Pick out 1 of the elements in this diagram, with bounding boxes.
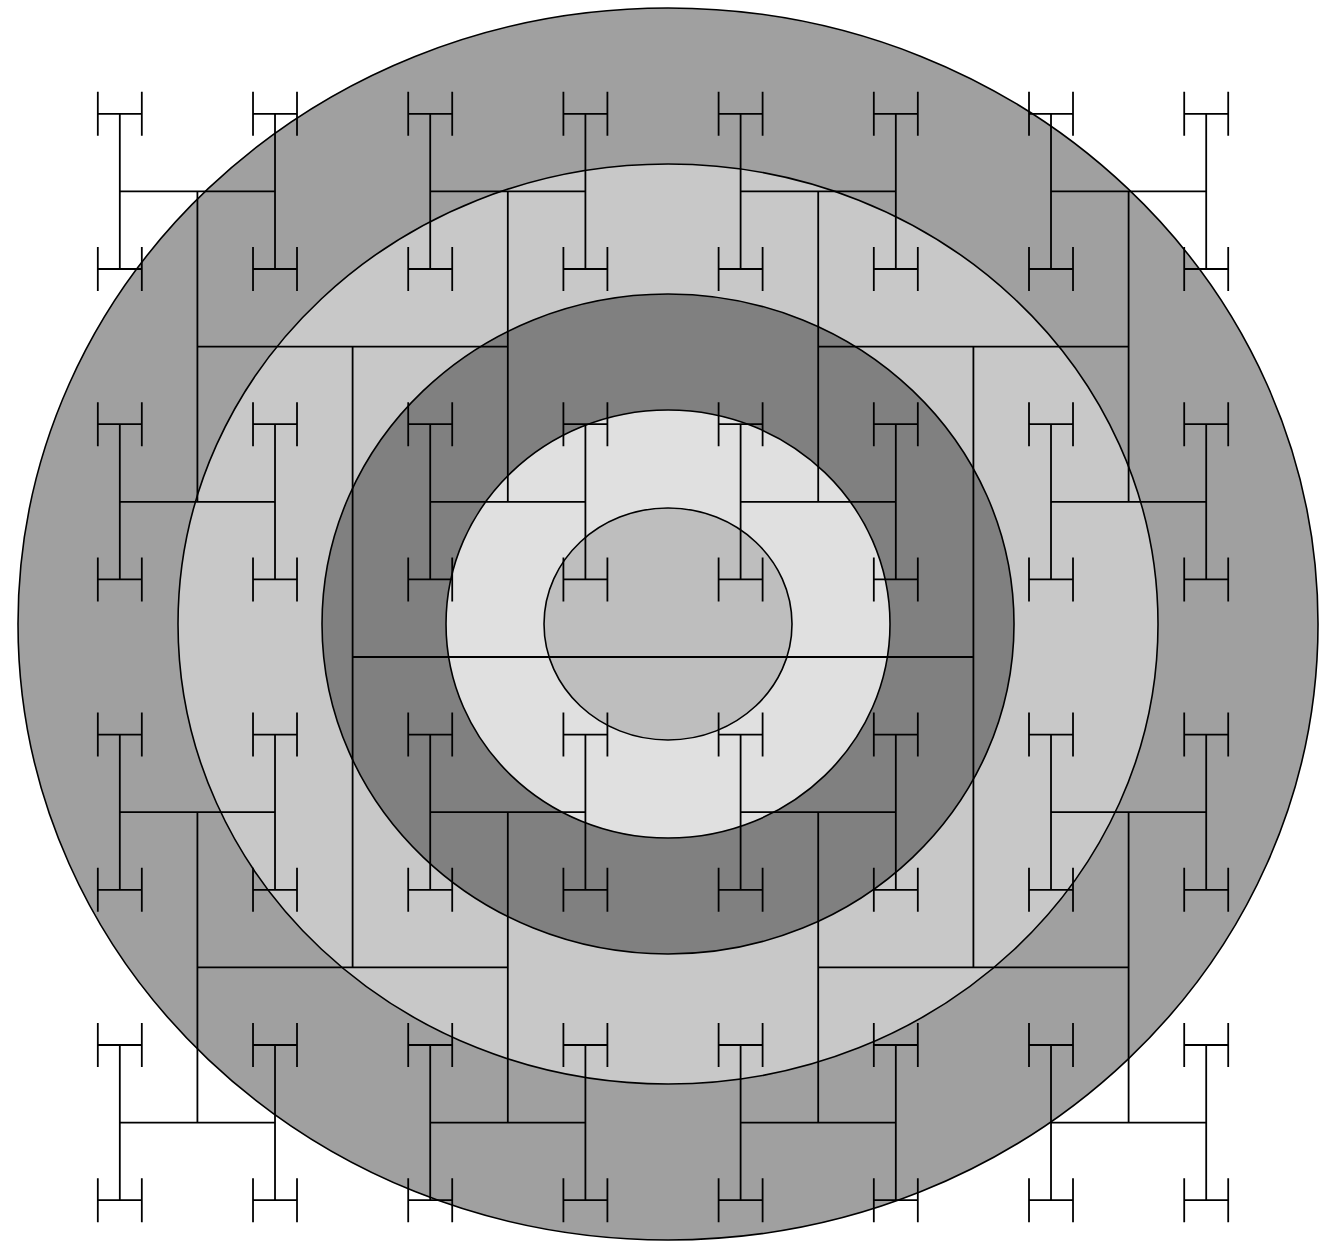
ring-disc (543, 507, 793, 741)
